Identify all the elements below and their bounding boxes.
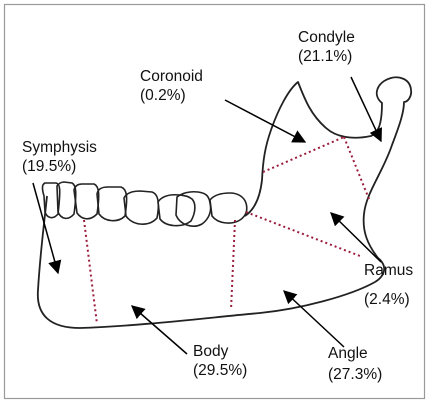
coronoid-name: Coronoid xyxy=(140,68,203,85)
condyle-arrow xyxy=(351,77,381,141)
symphysis-name: Symphysis xyxy=(22,139,97,156)
ramus-name: Ramus xyxy=(364,262,413,279)
divider-angle-ramus xyxy=(246,212,360,256)
divider-condyle-ramus xyxy=(344,137,369,199)
symphysis-arrow xyxy=(33,183,58,273)
symphysis-value: (19.5%) xyxy=(22,158,76,175)
teeth-row xyxy=(42,182,246,226)
tooth-4 xyxy=(97,187,127,221)
tooth-8 xyxy=(210,193,247,223)
region-dividers xyxy=(84,137,369,324)
divider-body-angle xyxy=(231,220,235,310)
angle-name: Angle xyxy=(328,345,368,362)
tooth-5 xyxy=(124,191,158,224)
mandible-outline xyxy=(38,77,411,328)
angle-value: (27.3%) xyxy=(328,366,382,383)
divider-coronoid-ramus xyxy=(263,137,344,172)
coronoid-arrow xyxy=(225,100,305,142)
divider-symphysis-body xyxy=(84,220,97,324)
ramus-value: (2.4%) xyxy=(364,291,410,308)
condyle-name: Condyle xyxy=(298,29,355,46)
body-value: (29.5%) xyxy=(193,362,247,379)
figure-frame xyxy=(5,5,425,399)
body-name: Body xyxy=(193,343,229,360)
condyle-value: (21.1%) xyxy=(298,48,352,65)
body-arrow xyxy=(132,306,187,354)
angle-arrow xyxy=(284,291,344,347)
pointer-arrows xyxy=(33,77,381,354)
ramus-arrow xyxy=(331,213,381,262)
tooth-7 xyxy=(176,192,211,226)
coronoid-value: (0.2%) xyxy=(140,87,186,104)
tooth-3 xyxy=(74,184,99,219)
labels: Condyle (21.1%) Coronoid (0.2%) Symphysi… xyxy=(22,29,413,383)
